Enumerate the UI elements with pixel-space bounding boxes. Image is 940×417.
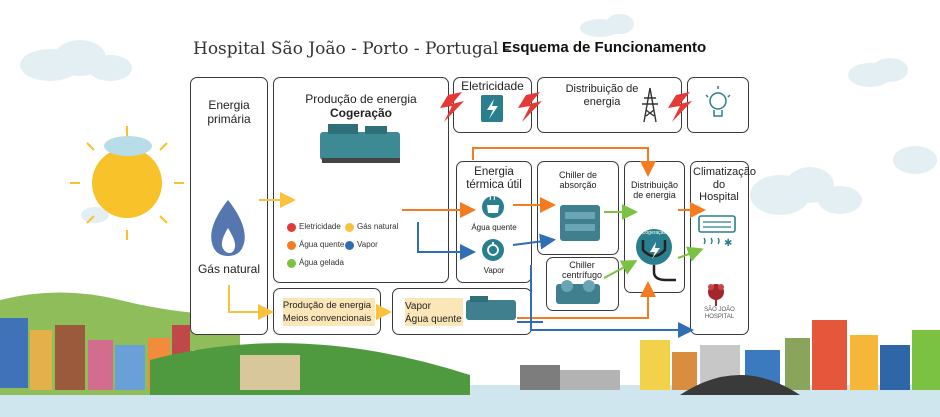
legend-swatch bbox=[345, 241, 354, 250]
legend-swatch bbox=[287, 223, 296, 232]
lightning-icon bbox=[518, 92, 542, 122]
conventional-line1: Produção de energia bbox=[282, 300, 372, 311]
primary-energy-title: Energia primária bbox=[207, 98, 251, 126]
flame-icon bbox=[211, 200, 245, 256]
gas-arrow-conventional bbox=[228, 285, 274, 320]
steam-to-chiller-arrow bbox=[512, 233, 556, 250]
cogeneration-title: Produção de energia bbox=[305, 92, 417, 106]
hotwater-to-distribution-arrow bbox=[472, 147, 656, 177]
legend-label: Água gelada bbox=[299, 258, 344, 267]
distribution-to-climate-cold-arrow bbox=[677, 246, 704, 262]
legend-label: Eletricidade bbox=[299, 222, 341, 231]
cogen-steam-arrow bbox=[417, 222, 476, 260]
legend-label: Água quente bbox=[299, 240, 345, 249]
thermal-energy-title: Energia térmica útil bbox=[466, 166, 522, 192]
boiler-highlight bbox=[405, 298, 463, 326]
hot-water-icon bbox=[482, 195, 504, 218]
boiler-line2: Água quente bbox=[405, 314, 462, 325]
lightbulb-icon bbox=[705, 86, 731, 117]
conventional-highlight bbox=[283, 298, 375, 326]
legend-label: Vapor bbox=[357, 240, 378, 249]
scheme-title: Esquema de Funcionamento bbox=[502, 39, 707, 56]
cogeneration-subtitle: Cogeração bbox=[329, 106, 393, 120]
distribution-top-title: Distribuição de energia bbox=[565, 83, 639, 108]
hospital-logo-line1: SÃO JOÃO bbox=[704, 307, 735, 313]
legend-swatch bbox=[287, 259, 296, 268]
distribution-top-box bbox=[537, 77, 682, 133]
climate-title: Climatização do Hospital bbox=[693, 166, 756, 204]
cogeneration-box bbox=[273, 77, 449, 283]
boiler-line1: Vapor bbox=[405, 301, 431, 312]
pylon-icon bbox=[642, 87, 658, 123]
hospital-logo-line2: HOSPITAL bbox=[704, 314, 735, 320]
steam-label: Vapor bbox=[483, 266, 505, 275]
lightning-icon bbox=[668, 92, 692, 122]
plug-icon bbox=[636, 229, 676, 282]
cogeneration-engine-icon bbox=[320, 124, 400, 163]
lightning-icon bbox=[440, 92, 464, 122]
thermal-energy-box bbox=[456, 161, 532, 283]
power-panel-icon bbox=[481, 95, 503, 122]
chiller-centrifugal-title: Chiller centrífugo bbox=[561, 260, 603, 281]
boiler-machine-icon bbox=[466, 296, 516, 320]
steam-to-hospital-arrow bbox=[530, 265, 694, 338]
centrifugal-chilled-arrow bbox=[603, 260, 638, 279]
cogeneration-badge-label: Cogeração bbox=[641, 230, 667, 236]
legend-swatch bbox=[287, 241, 296, 250]
sun-icon bbox=[70, 126, 184, 240]
hospital-logo-icon bbox=[708, 284, 724, 306]
distribution-mid-title: Distribuição de energia bbox=[630, 180, 679, 201]
boiler-hotwater-arrow bbox=[517, 281, 656, 319]
absorption-chiller-icon bbox=[560, 205, 600, 241]
centrifugal-chiller-icon bbox=[556, 280, 600, 304]
svg-text:✱: ✱ bbox=[724, 238, 732, 249]
conventional-line2: Meios convencionais bbox=[282, 313, 372, 324]
legend-swatch bbox=[345, 223, 354, 232]
natural-gas-label: Gás natural bbox=[197, 262, 261, 276]
air-conditioner-icon: ✱ bbox=[698, 215, 736, 249]
chiller-absorption-title: Chiller de absorção bbox=[558, 170, 598, 191]
steam-icon bbox=[482, 239, 504, 261]
legend-label: Gás natural bbox=[357, 222, 399, 231]
hot-water-label: Água quente bbox=[471, 223, 517, 232]
electricity-title: Eletricidade bbox=[461, 79, 524, 93]
hospital-title: Hospital São João - Porto - Portugal - bbox=[193, 39, 510, 59]
